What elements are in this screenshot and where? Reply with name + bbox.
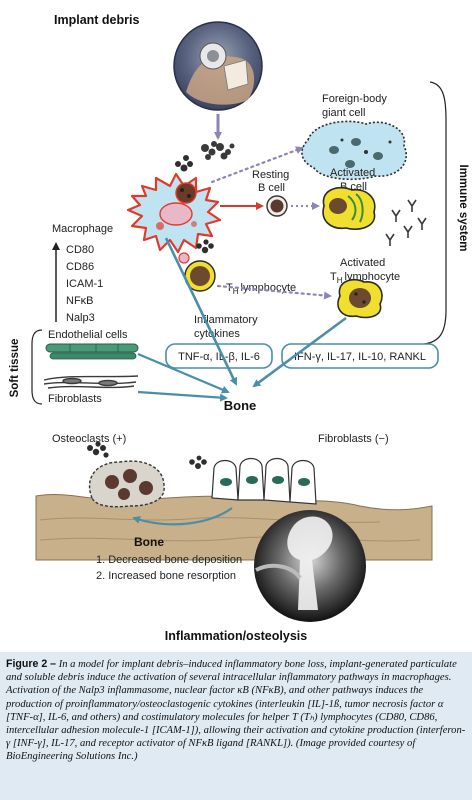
- debris-particles-icon: [201, 141, 235, 160]
- fibroblast-cells-right: [211, 457, 317, 505]
- cytokines-text-left: TNF-α, IL-β, IL-6: [178, 351, 260, 363]
- endothelial-to-bone-arrow: [137, 352, 230, 394]
- antibodies-icon: [385, 199, 427, 246]
- resting-b-cell-label-1: Resting: [252, 169, 289, 181]
- macrophage-label: Macrophage: [52, 223, 113, 235]
- immune-bracket: [423, 81, 447, 345]
- bone-effects-title: Bone: [134, 535, 164, 549]
- figure-caption: Figure 2 – In a model for implant debris…: [0, 652, 472, 800]
- endothelial-cells: [45, 343, 139, 360]
- marker-cd86: CD86: [66, 261, 94, 273]
- soft-tissue-label: Soft tissue: [9, 339, 21, 398]
- resting-b-cell: [266, 195, 288, 217]
- fibroblasts-to-bone-arrow: [137, 390, 228, 402]
- implant-photo: [173, 21, 263, 111]
- cytokines-text-right: IFN-γ, IL-17, IL-10, RANKL: [294, 351, 426, 363]
- debris-particles-icon: [189, 455, 207, 469]
- cytokines-box-lymphocyte: IFN-γ, IL-17, IL-10, RANKL: [281, 343, 439, 369]
- fibroblasts-left-label: Fibroblasts: [48, 393, 102, 405]
- xray-image: [254, 510, 366, 622]
- inflammatory-label-2: cytokines: [194, 328, 240, 340]
- macrophage-cell: [126, 172, 222, 254]
- marker-cd80: CD80: [66, 244, 94, 256]
- marker-nalp3: Nalp3: [66, 312, 95, 324]
- th-lymphocyte-cell: [178, 252, 216, 292]
- cytokines-box-macrophage: TNF-α, IL-β, IL-6: [165, 343, 273, 369]
- osteoclasts-label: Osteoclasts (+): [52, 433, 126, 445]
- debris-particles-icon: [87, 441, 109, 458]
- fibroblast-strands: [43, 375, 139, 389]
- caption-lead: Figure 2 –: [6, 658, 57, 670]
- outcome-label: Inflammation/osteolysis: [165, 629, 307, 643]
- fibroblasts-right-label: Fibroblasts (−): [318, 433, 389, 445]
- bone-effect-1: 1. Decreased bone deposition: [96, 554, 242, 566]
- giant-cell-label-2: giant cell: [322, 107, 365, 119]
- debris-particles-icon: [175, 155, 193, 172]
- endothelial-label: Endothelial cells: [48, 329, 128, 341]
- bone-surface: [35, 493, 433, 561]
- th-activation-arrow: [216, 284, 332, 300]
- activated-b-cell-label-1: Activated: [330, 167, 375, 179]
- debris-particles-icon: [196, 239, 214, 254]
- caption-text: In a model for implant debris–induced in…: [6, 659, 466, 763]
- immune-system-label: Immune system: [457, 165, 469, 252]
- osteoclast-cell: [88, 460, 165, 508]
- to-giant-cell-arrow: [210, 146, 304, 184]
- implant-debris-diagram: Implant debris Macrophage CD80 CD86 ICAM…: [9, 13, 469, 643]
- resting-b-cell-label-2: B cell: [258, 182, 285, 194]
- activated-th-cell: [337, 278, 383, 319]
- bone-effect-2: 2. Increased bone resorption: [96, 570, 236, 582]
- giant-cell: [301, 120, 407, 181]
- bone-resorption-arrow: [132, 507, 233, 526]
- activated-b-cell: [322, 186, 376, 230]
- bone-label: Bone: [224, 398, 257, 413]
- giant-cell-label-1: Foreign-body: [322, 93, 387, 105]
- macrophage-to-bone-arrow: [164, 237, 238, 386]
- th-to-bone-arrow: [252, 316, 347, 388]
- implant-debris-title: Implant debris: [54, 13, 139, 27]
- activated-th-label-1: Activated: [340, 257, 385, 269]
- marker-nfkb: NFκB: [66, 295, 94, 307]
- inflammatory-label-1: Inflammatory: [194, 314, 258, 326]
- marker-icam1: ICAM-1: [66, 278, 103, 290]
- soft-tissue-bracket: [31, 329, 43, 405]
